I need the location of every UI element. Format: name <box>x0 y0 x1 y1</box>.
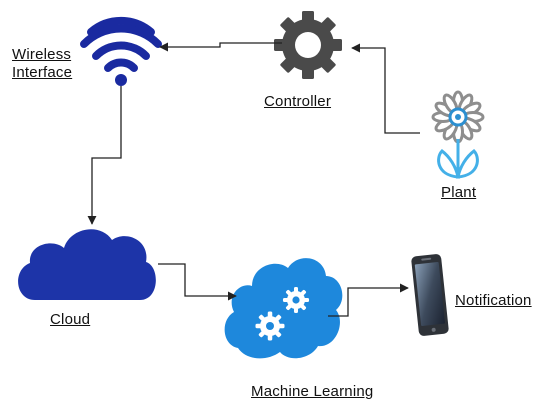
notification-label: Notification <box>455 292 532 309</box>
gear-icon <box>274 11 342 79</box>
cloud-icon <box>18 229 156 300</box>
arrow-controller-to-wireless <box>159 42 282 52</box>
controller-label: Controller <box>264 93 332 110</box>
machine-learning-label: Machine Learning <box>251 383 374 400</box>
flower-icon <box>431 90 485 179</box>
wifi-icon <box>80 16 162 86</box>
smartphone-icon <box>411 254 449 336</box>
arrow-ml-to-notification <box>328 283 409 317</box>
wireless-interface-label: Wireless Interface <box>12 46 73 81</box>
arrow-cloud-to-ml <box>158 263 237 301</box>
plant-label: Plant <box>441 184 477 201</box>
cloud-gears-icon <box>224 258 343 359</box>
cloud-label: Cloud <box>50 311 91 328</box>
arrow-plant-to-controller <box>351 43 420 134</box>
arrow-wireless-to-cloud <box>87 86 122 225</box>
